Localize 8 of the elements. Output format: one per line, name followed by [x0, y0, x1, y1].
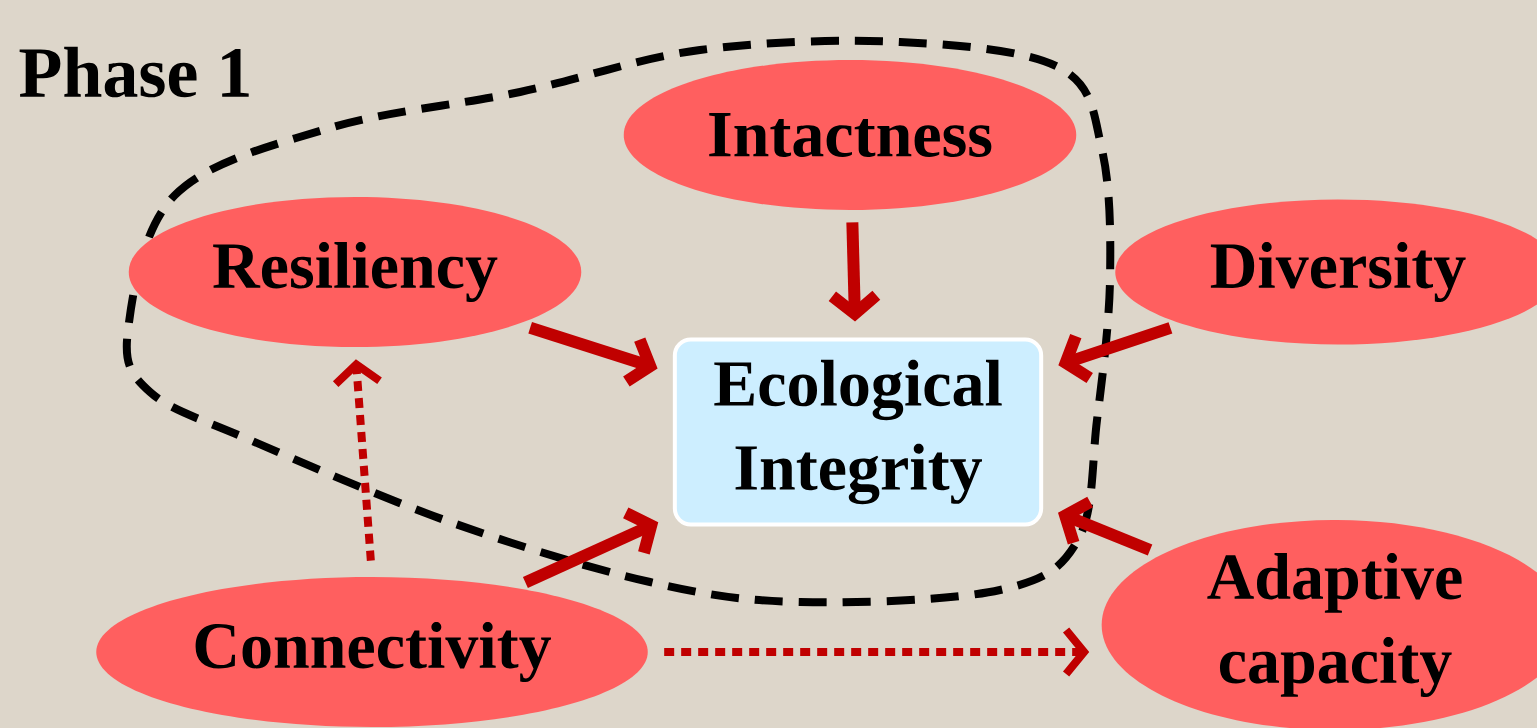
arrow	[522, 507, 659, 588]
arrow	[528, 322, 658, 387]
arrow	[1058, 322, 1173, 384]
title: Phase 1	[19, 46, 249, 98]
ellipse-node: Resiliency	[128, 197, 582, 347]
rounded-box: Ecological Integrity	[672, 337, 1044, 527]
ellipse-node: Connectivity	[96, 577, 648, 727]
ellipse-node: Intactness	[623, 60, 1077, 210]
